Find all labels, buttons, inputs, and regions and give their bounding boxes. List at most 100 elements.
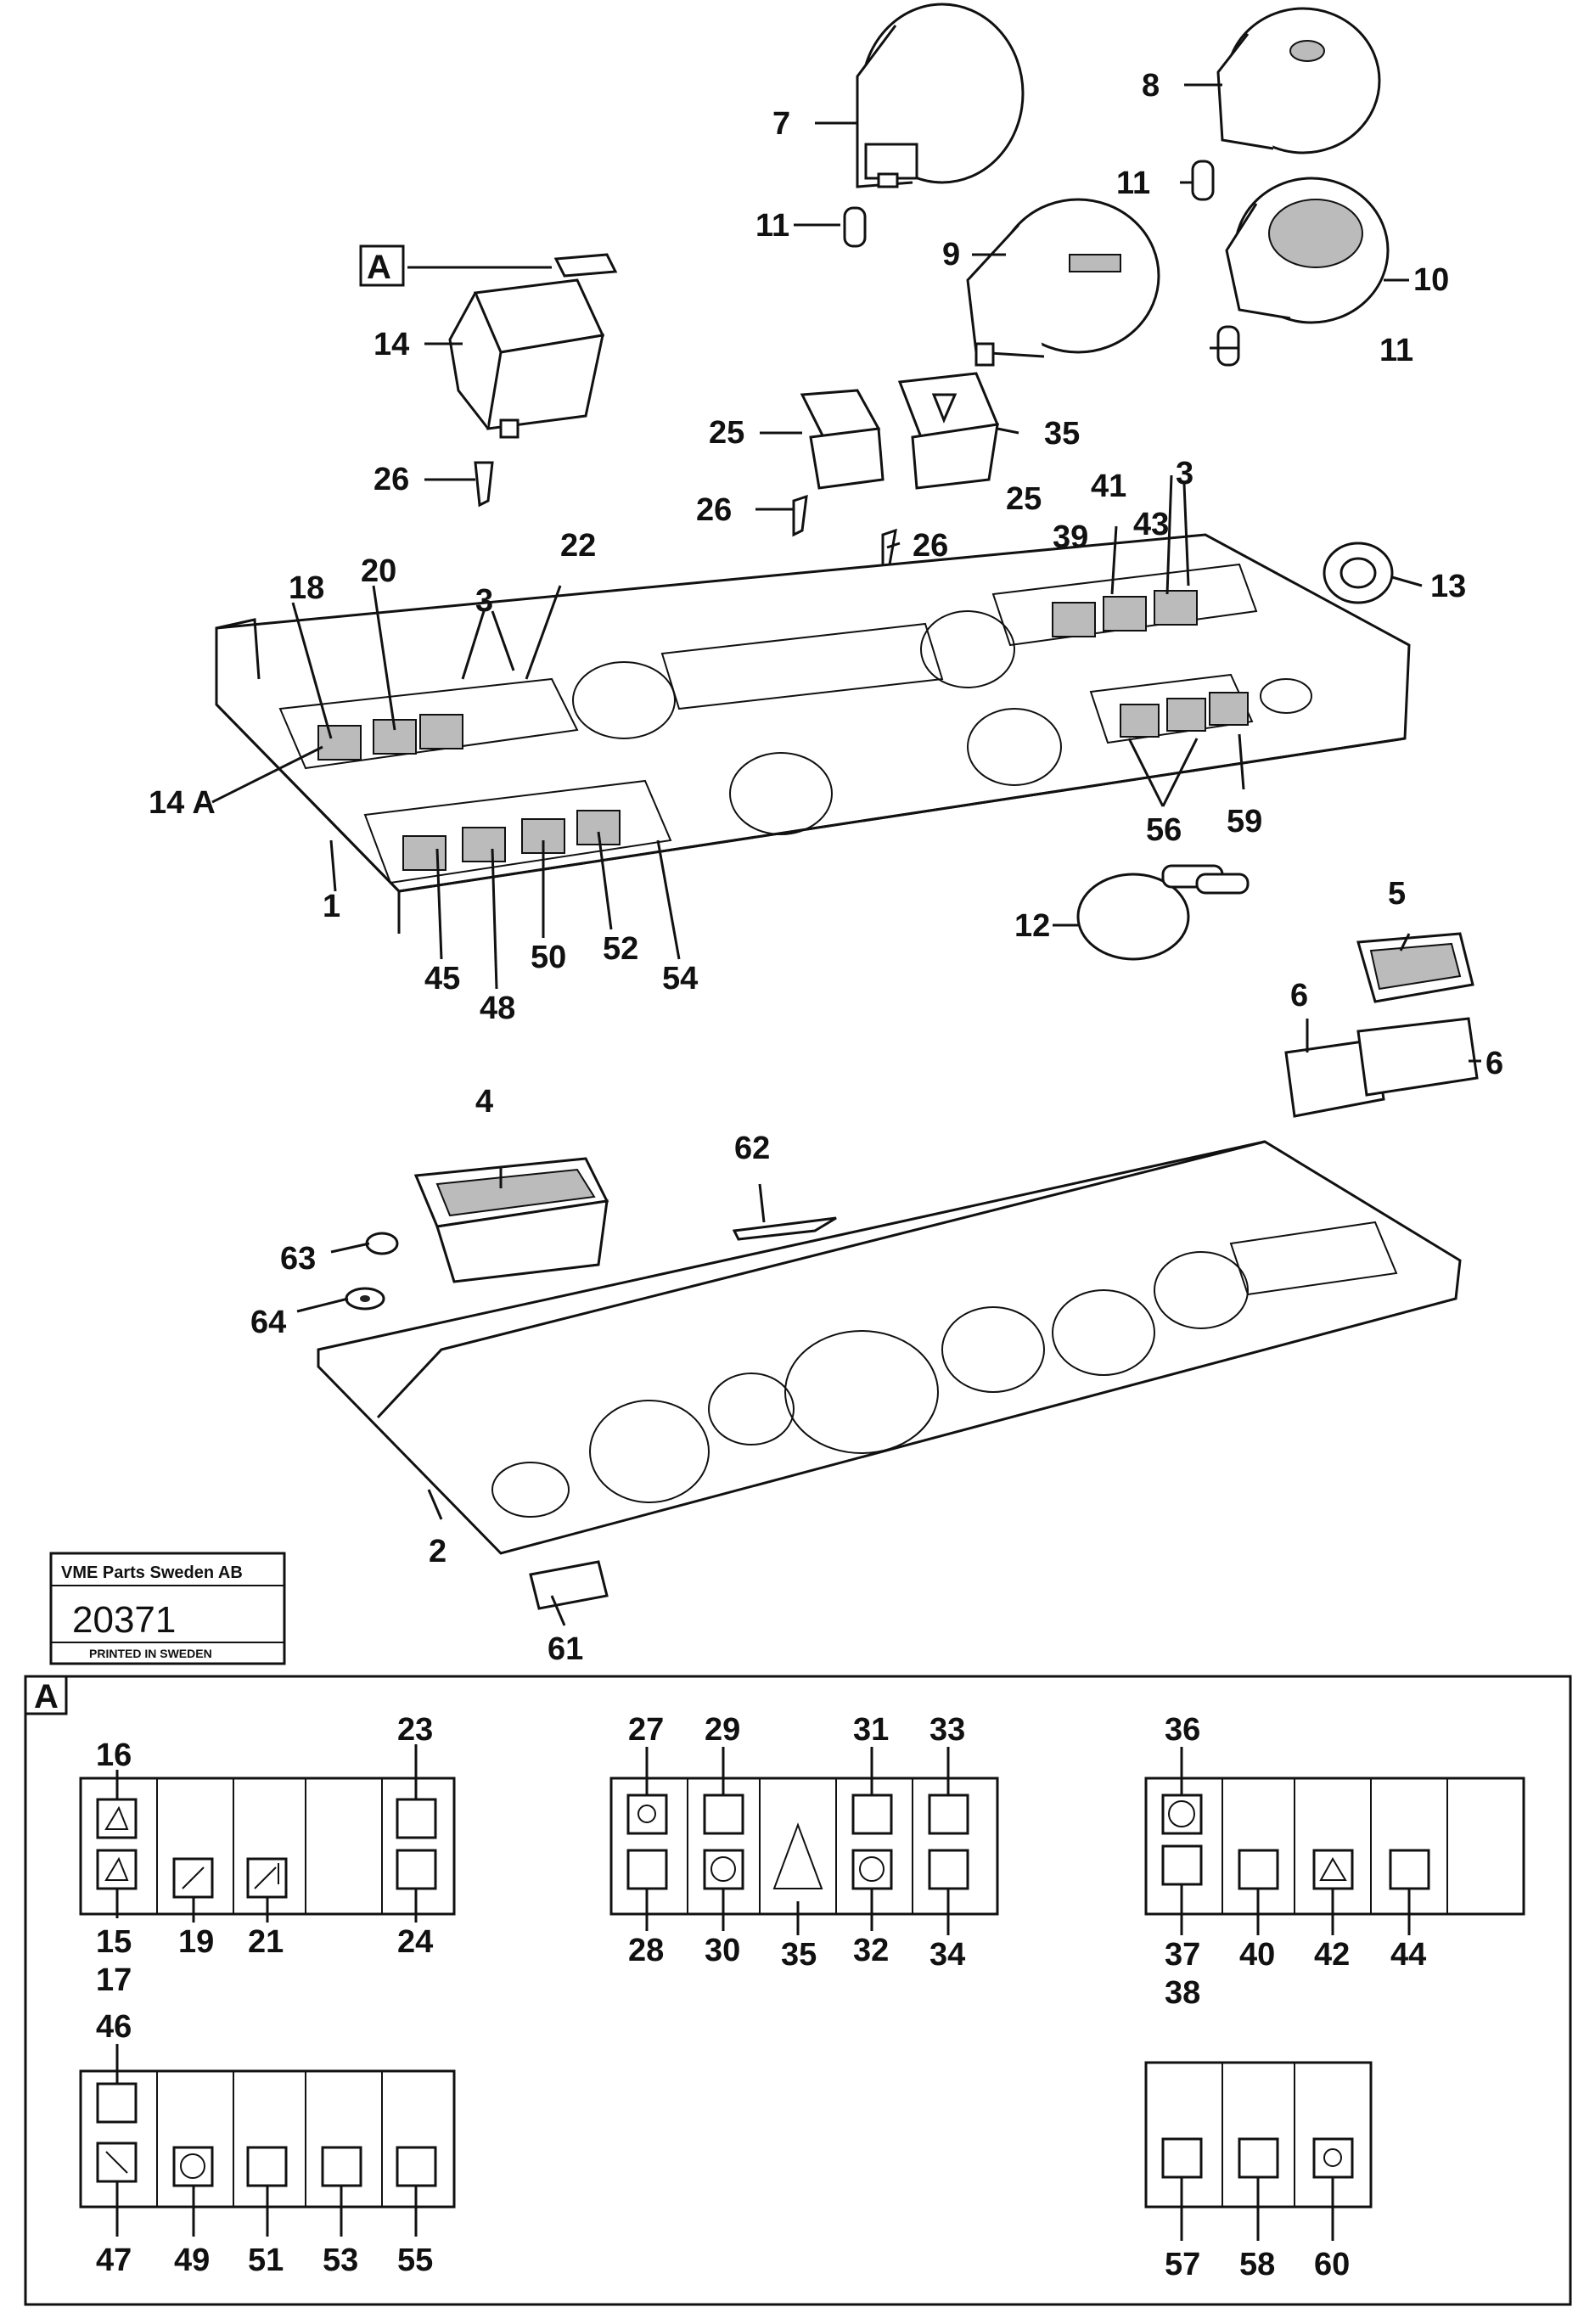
label-1: 1 [323,889,340,924]
switch-35 [897,372,1000,490]
svg-text:40: 40 [1239,1937,1275,1973]
svg-text:47: 47 [96,2243,132,2278]
axle-up-icon [396,1798,437,1839]
battery-icon [928,1849,969,1890]
label-7: 7 [772,106,790,142]
label-62: 62 [734,1131,770,1166]
warning-triangle-icon [772,1822,823,1889]
svg-text:32: 32 [853,1933,889,1968]
clip-62 [732,1216,837,1241]
rocker-switch-14 [448,278,605,439]
label-3b: 3 [1176,456,1193,491]
symbol-plate [553,253,618,278]
label-41: 41 [1091,469,1126,504]
label-43: 43 [1133,507,1169,542]
svg-text:60: 60 [1314,2247,1350,2282]
label-50: 50 [531,940,566,975]
tipper-icon [96,1798,138,1839]
bezels-6 [1284,1017,1479,1118]
svg-text:34: 34 [929,1937,965,1973]
label-39: 39 [1053,519,1088,555]
symbol-panel-3 [1144,1777,1525,1916]
label-25a: 25 [709,415,744,451]
pins-26 [792,494,897,571]
heater-icon [96,2082,138,2124]
glow-plug-icon [1161,1844,1203,1886]
panel-1-labels: 16 23 15 17 19 21 24 [96,1712,433,1998]
svg-text:23: 23 [397,1712,433,1748]
diff-lock-icon [626,1849,668,1890]
svg-text:A: A [34,1678,59,1715]
gauge-9 [966,198,1160,367]
svg-text:24: 24 [397,1924,433,1960]
detail-a-frame: A [24,1675,1572,2306]
brake-warning-icon [703,1849,744,1890]
panel-4-labels: 46 47 49 51 53 55 [96,2009,433,2278]
svg-text:37: 37 [1165,1937,1200,1973]
svg-text:51: 51 [248,2243,284,2278]
label-48: 48 [480,991,515,1026]
svg-text:38: 38 [1165,1975,1200,2011]
bulbs-11 [843,160,1240,367]
sun-icon [1312,2137,1354,2179]
label-26a: 26 [373,462,409,497]
bezel-5 [1356,932,1474,1003]
label-63: 63 [280,1241,316,1277]
svg-text:15: 15 [96,1924,132,1960]
oil-pressure-icon [928,1794,969,1835]
svg-text:20371: 20371 [72,1599,176,1641]
gauge-10 [1225,177,1390,324]
svg-text:46: 46 [96,2009,132,2045]
svg-text:17: 17 [96,1962,132,1998]
storage-tray-4 [413,1157,609,1283]
axle-icon [246,2146,288,2187]
label-18: 18 [289,570,324,606]
label-52: 52 [603,931,638,967]
switch-25 [800,389,885,490]
panel-5-labels: 57 58 60 [1165,2177,1350,2282]
suspension-icon [396,2146,437,2187]
gauge-7 [856,3,1025,188]
panel-3-labels: 36 37 38 40 42 44 [1165,1712,1426,2011]
svg-text:PRINTED IN SWEDEN: PRINTED IN SWEDEN [89,1647,212,1660]
tipper-lower-icon [96,1849,138,1890]
pin-26a [474,461,494,508]
svg-text:42: 42 [1314,1937,1350,1973]
lift-icon [246,1857,288,1899]
svg-text:A: A [367,249,391,286]
svg-text:29: 29 [705,1712,740,1748]
label-14: 14 [373,327,409,362]
label-4: 4 [475,1084,493,1120]
svg-text:36: 36 [1165,1712,1200,1748]
svg-text:21: 21 [248,1924,284,1960]
turn-signal-icon [851,1794,893,1835]
label-64: 64 [250,1305,286,1340]
label-3a: 3 [475,583,493,619]
label-20: 20 [361,553,396,589]
label-6b: 6 [1485,1046,1503,1081]
beacon-icon [1238,1849,1279,1890]
leader-lines [211,83,1481,1626]
svg-text:31: 31 [853,1712,889,1748]
label-8: 8 [1142,68,1160,104]
label-12: 12 [1014,908,1050,944]
svg-text:16: 16 [96,1737,132,1773]
label-6a: 6 [1290,978,1308,1013]
dashboard-panel-1 [215,533,1411,934]
label-5: 5 [1388,876,1406,912]
svg-text:VME Parts Sweden AB: VME Parts Sweden AB [61,1563,243,1582]
svg-text:53: 53 [323,2243,358,2278]
label-14A: 14 A [149,785,216,821]
nut-13 [1323,542,1394,604]
gear-icon [626,1794,668,1835]
label-11b: 11 [1116,166,1150,201]
label-25b: 25 [1006,481,1042,517]
part-labels: 1 2 3 3 4 5 6 6 7 8 9 10 11 11 11 12 13 … [149,68,1503,1667]
svg-text:30: 30 [705,1933,740,1968]
dashboard-panel-2 [317,1140,1462,1555]
label-11c: 11 [1379,333,1413,368]
label-26b: 26 [696,492,732,528]
svg-text:49: 49 [174,2243,210,2278]
label-22: 22 [560,528,596,564]
svg-text:55: 55 [397,2243,433,2278]
